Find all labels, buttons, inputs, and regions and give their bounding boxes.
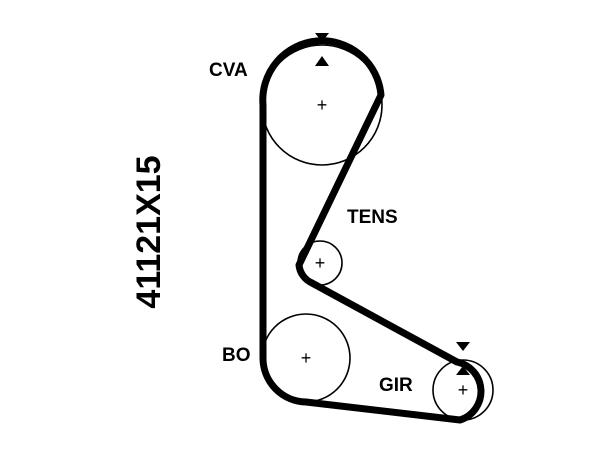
part-number: 41121X15	[130, 155, 168, 308]
label-cva: CVA	[209, 60, 248, 81]
label-bo: BO	[222, 345, 251, 366]
timing-belt	[259, 37, 485, 424]
timing-mark-gir-inner	[456, 366, 470, 375]
timing-mark-cva-inner	[315, 56, 329, 66]
center-mark-cva: +	[317, 95, 328, 115]
label-tens: TENS	[347, 207, 398, 228]
center-mark-tens: +	[315, 253, 326, 273]
center-mark-gir: +	[458, 380, 469, 400]
timing-mark-gir-outer	[456, 342, 470, 351]
center-mark-bo: +	[301, 348, 312, 368]
timing-mark-cva-outer	[315, 33, 329, 42]
label-gir: GIR	[379, 375, 413, 396]
